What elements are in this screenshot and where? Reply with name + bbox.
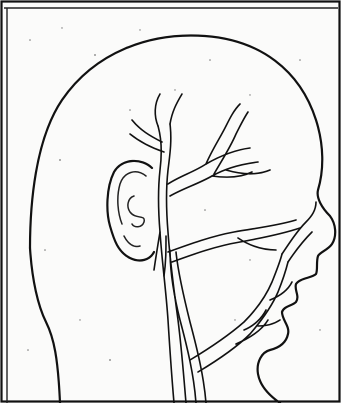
facial-ascending-b [288,232,312,262]
ear [107,161,154,261]
superficial-temporal-b [170,94,182,124]
posterior-auricular-b [164,236,166,276]
head-outline [30,36,335,403]
second-vessel-left [170,250,196,403]
transverse-twig [238,238,276,250]
vessel-tree [130,94,316,403]
transverse-facial-upper [168,220,296,252]
ear-lobe [124,236,140,247]
superficial-temporal-a [155,94,160,126]
trunk-right-wall [167,124,187,403]
lower-branch-lower [198,262,288,372]
posterior-auricular-a [154,232,160,270]
temporal-branch-f [226,170,270,174]
superficial-temporal-d [130,134,164,152]
neck-back-outline [30,248,60,403]
second-vessel-right [176,252,206,403]
ear-concha [128,196,144,227]
ear-outer [107,161,154,261]
temporal-branch-b [170,162,258,196]
